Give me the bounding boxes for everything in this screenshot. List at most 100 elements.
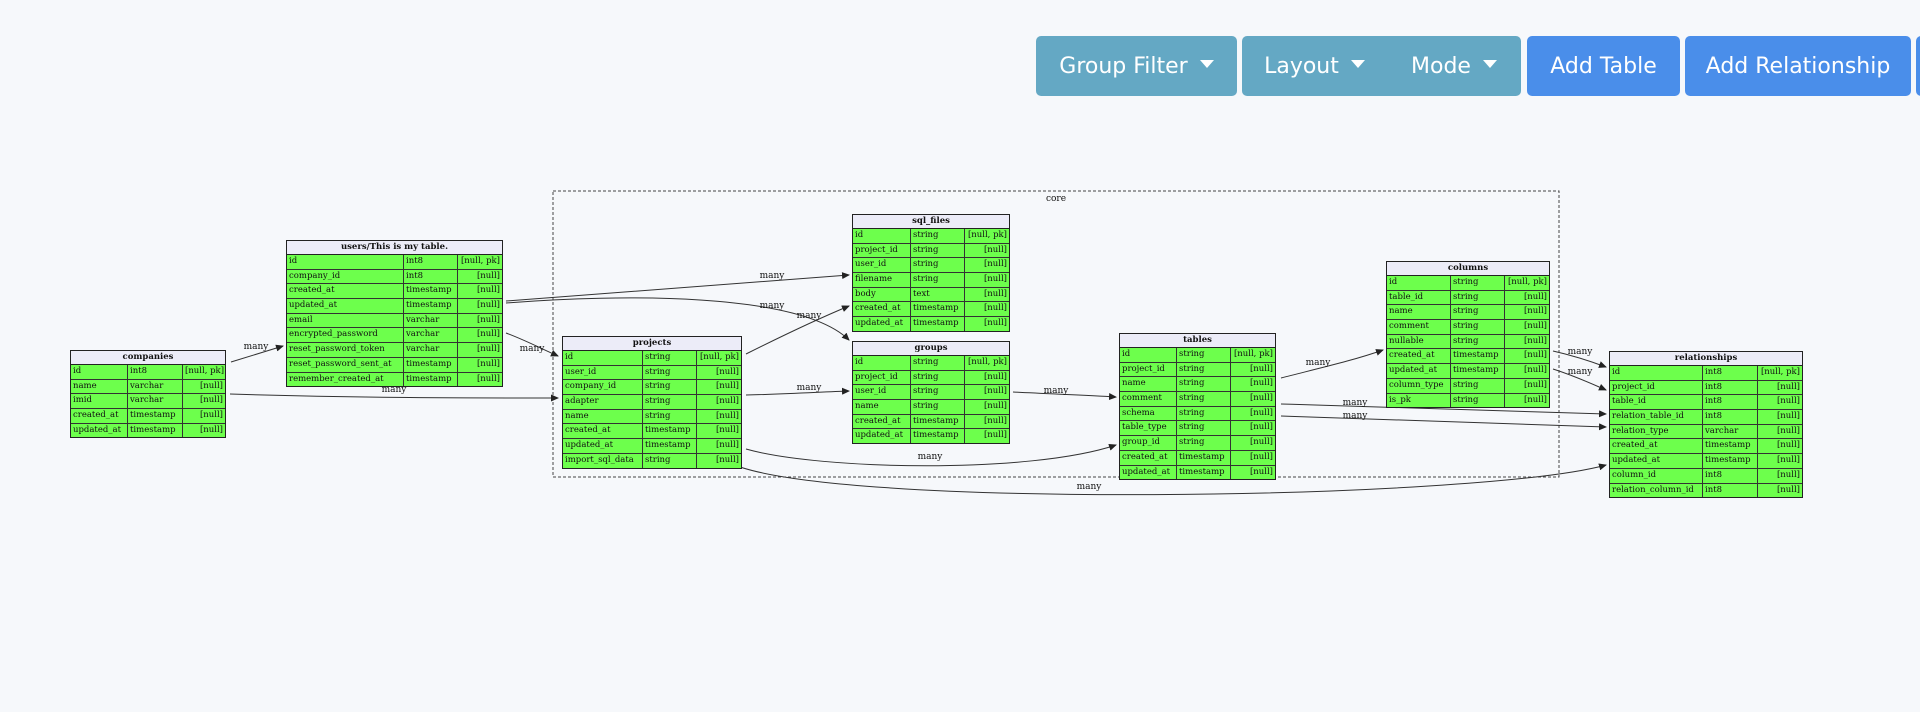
- column-name: user_id: [853, 258, 911, 273]
- edge-projects-to-relationships[interactable]: [727, 461, 1607, 496]
- column-options: [null]: [1776, 455, 1800, 466]
- layout-dropdown[interactable]: Layout: [1242, 36, 1387, 96]
- column-name: updated_at: [1387, 364, 1451, 378]
- column-options: [null]: [983, 401, 1007, 412]
- mode-dropdown[interactable]: Mode: [1387, 36, 1521, 96]
- column-type: string: [1177, 436, 1231, 450]
- column-options: [null, pk]: [967, 357, 1007, 367]
- edge-tables-to-relationships[interactable]: [1280, 415, 1607, 431]
- column-type: timestamp: [1703, 439, 1758, 454]
- column-name: company_id: [563, 380, 643, 395]
- column-name: created_at: [853, 414, 911, 429]
- edge-projects-to-sql_files[interactable]: [745, 305, 850, 355]
- group-core-boundary: [552, 190, 1560, 478]
- column-type: varchar: [1703, 424, 1758, 439]
- column-options: [null]: [476, 358, 500, 369]
- column-type: string: [1177, 348, 1231, 362]
- edge-columns-to-relationships[interactable]: [1552, 350, 1607, 368]
- column-options: [null]: [476, 300, 500, 311]
- edge-tables-to-relationships[interactable]: [1280, 403, 1607, 418]
- column-type: int8: [128, 365, 183, 379]
- column-options: [null]: [983, 318, 1007, 329]
- column-type: string: [1451, 290, 1505, 305]
- toolbar: Group Filter Layout Mode Add Table Add R…: [1036, 36, 1920, 96]
- column-options: [null, pk]: [1760, 367, 1800, 377]
- add-relationship-label: Add Relationship: [1705, 53, 1891, 79]
- edge-companies-to-projects[interactable]: [229, 393, 559, 402]
- column-type: string: [1451, 334, 1505, 349]
- column-options: [null]: [1249, 407, 1273, 418]
- table-title: projects: [563, 337, 741, 351]
- column-name: table_type: [1120, 421, 1177, 436]
- more-button-partial[interactable]: [1916, 36, 1920, 96]
- edge-tables-to-columns[interactable]: [1280, 349, 1384, 379]
- edge-projects-to-tables[interactable]: [745, 443, 1117, 467]
- column-type: timestamp: [1177, 450, 1231, 465]
- column-type: timestamp: [1451, 364, 1505, 378]
- column-name: encrypted_password: [287, 328, 404, 343]
- column-name: reset_password_sent_at: [287, 357, 404, 372]
- column-options: [null]: [715, 396, 739, 407]
- column-name: created_at: [1120, 450, 1177, 465]
- column-options: [null]: [1776, 425, 1800, 436]
- edge-companies-to-users[interactable]: [230, 344, 284, 363]
- column-type: string: [911, 273, 965, 287]
- caret-down-icon: [1350, 60, 1365, 68]
- column-type: timestamp: [911, 317, 965, 331]
- column-type: int8: [404, 255, 458, 269]
- edge-projects-to-groups[interactable]: [745, 387, 850, 396]
- edge-users-to-sql_files[interactable]: [505, 272, 850, 302]
- column-type: varchar: [128, 394, 183, 409]
- column-name: created_at: [71, 409, 128, 423]
- add-relationship-button[interactable]: Add Relationship: [1685, 36, 1911, 96]
- column-name: company_id: [287, 269, 404, 284]
- column-options: [null]: [1249, 422, 1273, 433]
- column-name: id: [71, 365, 128, 379]
- column-type: timestamp: [911, 302, 965, 317]
- edge-columns-to-relationships[interactable]: [1552, 368, 1607, 391]
- column-type: string: [911, 229, 965, 243]
- group-filter-label: Group Filter: [1059, 53, 1188, 79]
- column-type: int8: [1703, 410, 1758, 424]
- layout-label: Layout: [1264, 53, 1339, 79]
- edge-users-to-projects[interactable]: [505, 332, 559, 357]
- column-name: adapter: [563, 395, 643, 409]
- column-options: [null]: [1776, 381, 1800, 392]
- column-type: text: [911, 287, 965, 302]
- group-filter-button[interactable]: Group Filter: [1036, 36, 1237, 96]
- column-name: id: [853, 229, 911, 243]
- column-options: [null]: [983, 244, 1007, 255]
- edge-label: many: [1568, 367, 1594, 377]
- column-type: int8: [404, 269, 458, 284]
- column-type: timestamp: [643, 424, 697, 439]
- column-options: [null]: [1776, 469, 1800, 480]
- column-options: [null]: [1523, 306, 1547, 317]
- column-name: updated_at: [1120, 465, 1177, 480]
- edge-label: many: [797, 383, 823, 393]
- column-options: [null]: [1776, 484, 1800, 495]
- column-options: [null]: [476, 285, 500, 296]
- edge-groups-to-tables[interactable]: [1012, 391, 1117, 401]
- add-table-button[interactable]: Add Table: [1527, 36, 1680, 96]
- edge-label: many: [760, 301, 786, 311]
- column-name: table_id: [1610, 395, 1703, 410]
- edge-users-to-groups[interactable]: [505, 297, 850, 341]
- column-name: created_at: [853, 302, 911, 317]
- table-title: tables: [1120, 334, 1275, 348]
